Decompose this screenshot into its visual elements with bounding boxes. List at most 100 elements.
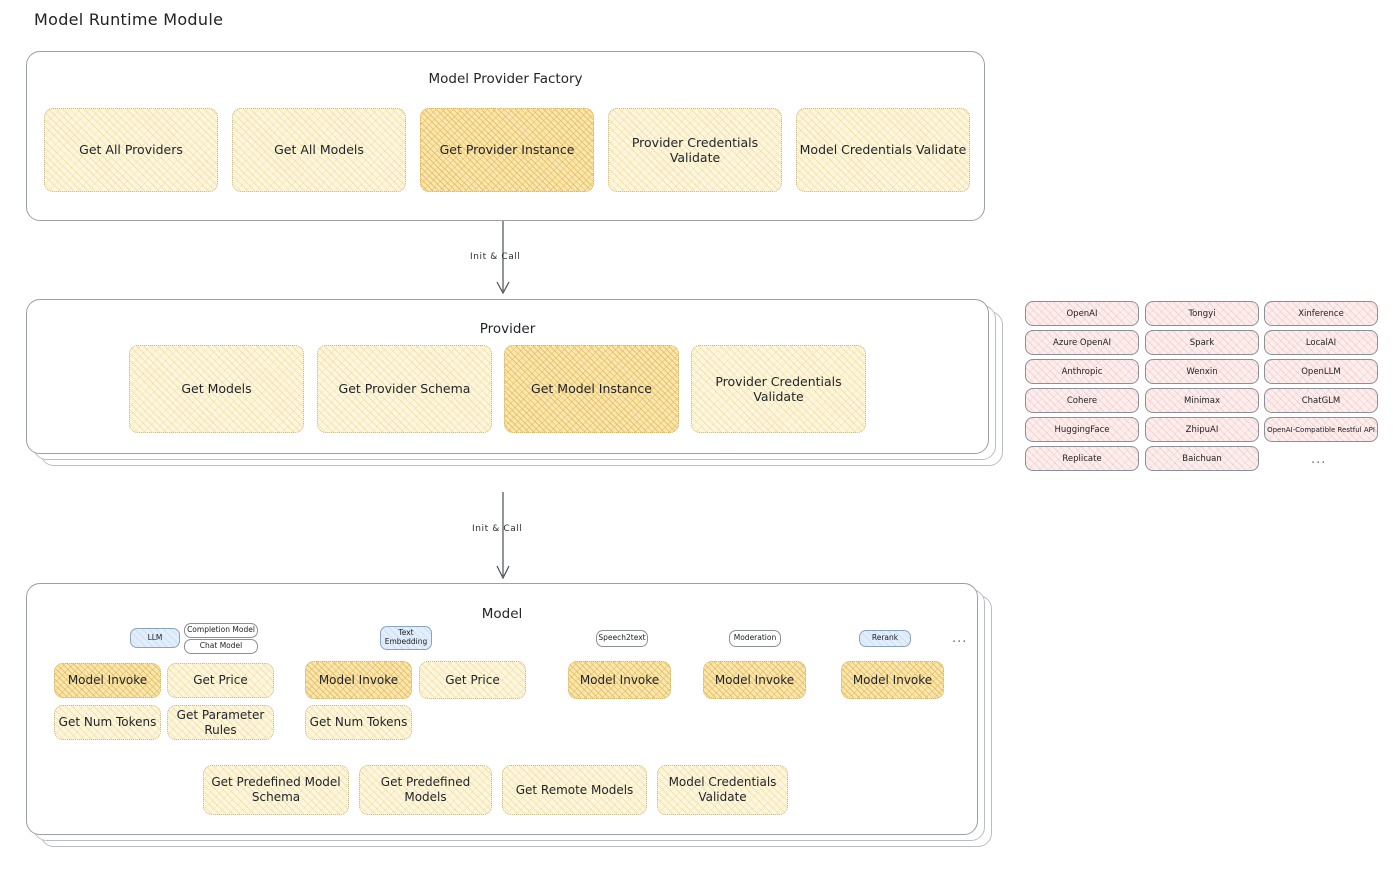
model-type-label: Speech2text — [598, 633, 646, 643]
provider-title: Provider — [479, 321, 536, 337]
model-type-label: LLM — [147, 632, 163, 642]
chip-label: ChatGLM — [1301, 395, 1341, 406]
provider-chip-cohere[interactable]: Cohere — [1025, 388, 1139, 413]
llm-node-get-parameter-rules[interactable]: Get Parameter Rules — [167, 705, 274, 740]
model-subtype-label: Completion Model — [187, 625, 255, 635]
node-label: Model Invoke — [67, 673, 148, 688]
model-type-chip-moderation[interactable]: Moderation — [729, 630, 781, 647]
node-label: Get All Models — [274, 142, 364, 158]
factory-node-provider-credentials-validate[interactable]: Provider Credentials Validate — [608, 108, 782, 192]
arrow-provider-to-model — [470, 492, 540, 584]
provider-node-provider-credentials-validate[interactable]: Provider Credentials Validate — [691, 345, 866, 433]
chip-label: OpenLLM — [1301, 366, 1341, 377]
chip-label: LocalAI — [1305, 337, 1337, 348]
provider-chip-tongyi[interactable]: Tongyi — [1145, 301, 1259, 326]
provider-chip-openai[interactable]: OpenAI — [1025, 301, 1139, 326]
node-label: Get Model Instance — [531, 381, 652, 397]
node-label: Get Price — [445, 672, 500, 687]
chip-label: OpenAI-Compatible Restful API — [1267, 425, 1375, 434]
node-label: Get Parameter Rules — [176, 707, 265, 737]
factory-node-get-all-providers[interactable]: Get All Providers — [44, 108, 218, 192]
provider-chip-azure-openai[interactable]: Azure OpenAI — [1025, 330, 1139, 355]
chip-label: Wenxin — [1186, 366, 1218, 377]
llm-node-model-invoke[interactable]: Model Invoke — [54, 663, 161, 698]
provider-node-get-models[interactable]: Get Models — [129, 345, 304, 433]
provider-chip-baichuan[interactable]: Baichuan — [1145, 446, 1259, 471]
chip-label: OpenAI — [1066, 308, 1098, 319]
node-label: Get Predefined Model Schema — [211, 775, 341, 804]
factory-node-get-all-models[interactable]: Get All Models — [232, 108, 406, 192]
provider-chip-zhipuai[interactable]: ZhipuAI — [1145, 417, 1259, 442]
chip-label: Tongyi — [1188, 308, 1216, 319]
model-type-chip-text-embedding[interactable]: Text Embedding — [380, 626, 432, 650]
model-groups-more: ... — [952, 631, 968, 646]
chip-label: Anthropic — [1061, 366, 1103, 377]
model-node-get-predefined-model-schema[interactable]: Get Predefined Model Schema — [203, 765, 349, 815]
chip-label: Cohere — [1066, 395, 1098, 406]
provider-chip-chatglm[interactable]: ChatGLM — [1264, 388, 1378, 413]
provider-node-get-provider-schema[interactable]: Get Provider Schema — [317, 345, 492, 433]
node-label: Model Invoke — [318, 672, 399, 687]
text-embedding-node-model-invoke[interactable]: Model Invoke — [305, 661, 412, 699]
chip-label: HuggingFace — [1054, 424, 1110, 435]
provider-chip-anthropic[interactable]: Anthropic — [1025, 359, 1139, 384]
model-type-label: Rerank — [871, 633, 899, 643]
factory-node-get-provider-instance[interactable]: Get Provider Instance — [420, 108, 594, 192]
chip-label: Replicate — [1062, 453, 1102, 464]
chip-label: Minimax — [1184, 395, 1220, 406]
node-label: Get Models — [181, 381, 252, 397]
model-subtype-chip-chat-model[interactable]: Chat Model — [184, 639, 258, 654]
node-label: Get Remote Models — [515, 782, 634, 797]
model-subtype-chip-completion-model[interactable]: Completion Model — [184, 623, 258, 638]
node-label: Provider Credentials Validate — [715, 373, 842, 404]
node-label: Model Invoke — [579, 672, 660, 687]
node-label: Get Num Tokens — [58, 715, 157, 730]
node-label: Get Num Tokens — [309, 715, 408, 730]
node-label: Get Provider Instance — [439, 142, 575, 158]
provider-chip-spark[interactable]: Spark — [1145, 330, 1259, 355]
node-label: Model Invoke — [852, 672, 933, 687]
text-embedding-node-get-price[interactable]: Get Price — [419, 661, 526, 699]
provider-list-more: ... — [1311, 452, 1327, 467]
provider-chip-minimax[interactable]: Minimax — [1145, 388, 1259, 413]
provider-chip-openllm[interactable]: OpenLLM — [1264, 359, 1378, 384]
chip-label: Xinference — [1298, 308, 1344, 319]
node-label: Model Credentials Validate — [799, 142, 967, 158]
chip-label: Baichuan — [1182, 453, 1222, 464]
rerank-node-model-invoke[interactable]: Model Invoke — [841, 661, 944, 699]
arrow-provider-to-model-label: Init & Call — [472, 524, 523, 534]
node-label: Model Credentials Validate — [668, 775, 777, 804]
moderation-node-model-invoke[interactable]: Model Invoke — [703, 661, 806, 699]
model-node-get-predefined-models[interactable]: Get Predefined Models — [359, 765, 492, 815]
model-title: Model — [481, 606, 523, 622]
node-label: Model Invoke — [714, 672, 795, 687]
model-node-model-credentials-validate[interactable]: Model Credentials Validate — [657, 765, 788, 815]
arrow-icon — [496, 492, 510, 580]
provider-chip-openai-compatible-restful-api[interactable]: OpenAI-Compatible Restful API — [1264, 417, 1378, 442]
llm-node-get-num-tokens[interactable]: Get Num Tokens — [54, 705, 161, 740]
provider-chip-localai[interactable]: LocalAI — [1264, 330, 1378, 355]
model-node-get-remote-models[interactable]: Get Remote Models — [502, 765, 647, 815]
model-provider-factory-title: Model Provider Factory — [428, 71, 583, 87]
model-type-chip-speech2text[interactable]: Speech2text — [596, 630, 648, 647]
model-type-chip-rerank[interactable]: Rerank — [859, 630, 911, 647]
provider-chip-xinference[interactable]: Xinference — [1264, 301, 1378, 326]
model-subtype-label: Chat Model — [199, 641, 243, 651]
text-embedding-node-get-num-tokens[interactable]: Get Num Tokens — [305, 705, 412, 740]
provider-chip-wenxin[interactable]: Wenxin — [1145, 359, 1259, 384]
llm-node-get-price[interactable]: Get Price — [167, 663, 274, 698]
factory-node-model-credentials-validate[interactable]: Model Credentials Validate — [796, 108, 970, 192]
chip-label: Azure OpenAI — [1053, 337, 1111, 348]
arrow-factory-to-provider-label: Init & Call — [470, 252, 521, 262]
node-label: Get Provider Schema — [338, 381, 471, 397]
provider-node-get-model-instance[interactable]: Get Model Instance — [504, 345, 679, 433]
model-type-label: Text Embedding — [384, 628, 428, 646]
chip-label: Spark — [1189, 337, 1215, 348]
page-title: Model Runtime Module — [34, 10, 224, 29]
provider-chip-huggingface[interactable]: HuggingFace — [1025, 417, 1139, 442]
arrow-factory-to-provider — [470, 221, 540, 301]
model-type-chip-llm[interactable]: LLM — [130, 628, 180, 648]
speech2text-node-model-invoke[interactable]: Model Invoke — [568, 661, 671, 699]
provider-chip-replicate[interactable]: Replicate — [1025, 446, 1139, 471]
node-label: Provider Credentials Validate — [631, 134, 759, 165]
